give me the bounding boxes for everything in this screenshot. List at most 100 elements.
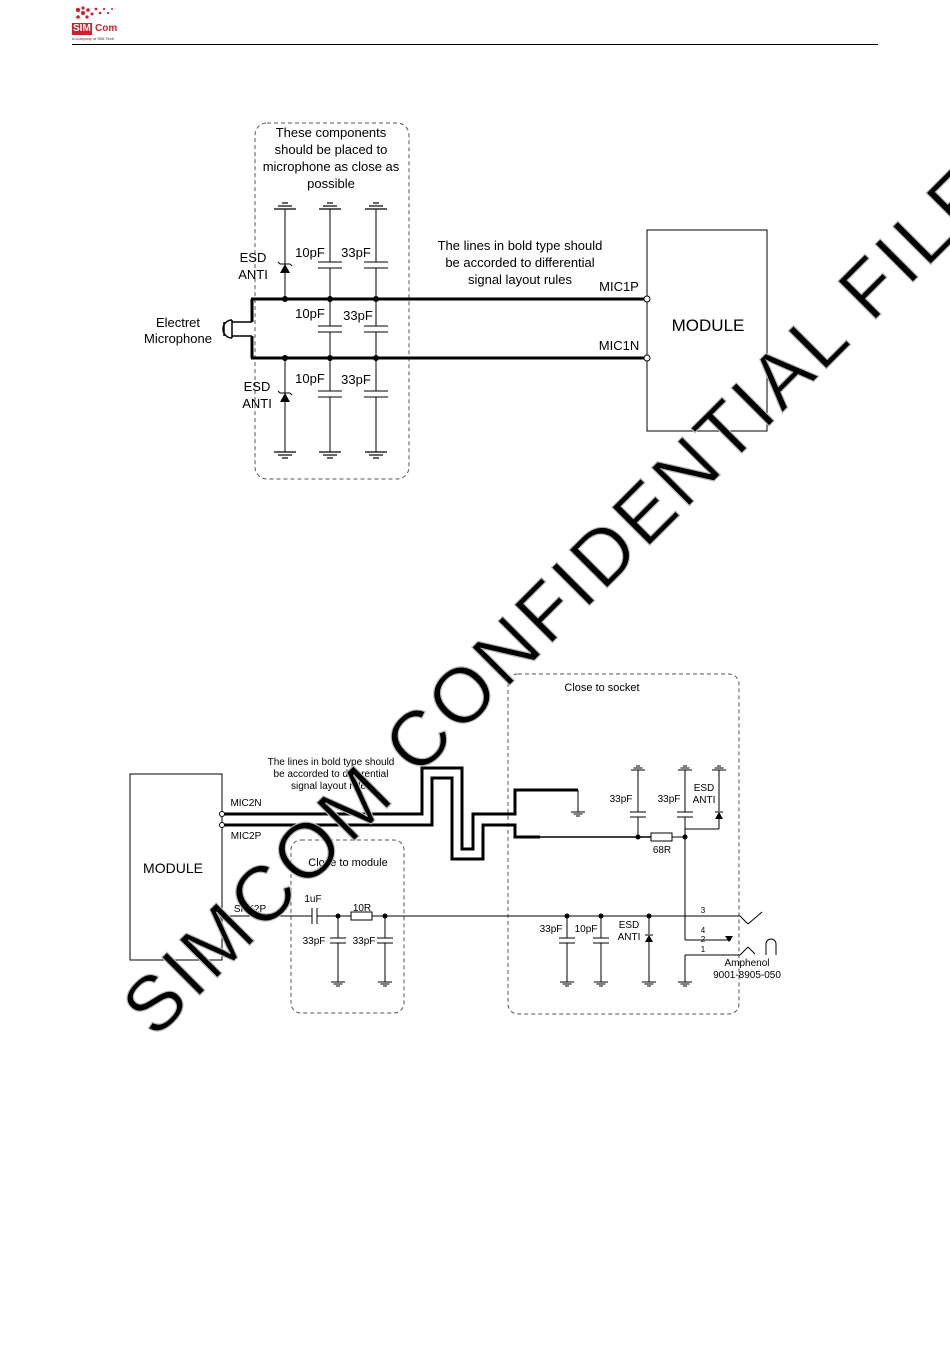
ground-icon xyxy=(677,981,693,987)
ground-icon xyxy=(677,765,693,771)
logo-sim-text: SIM xyxy=(72,23,92,35)
res-68r-label: 68R xyxy=(653,845,671,856)
pin-circle xyxy=(219,822,225,828)
pin-3-label: 3 xyxy=(701,906,706,915)
ground-icon xyxy=(273,202,297,210)
mic2p-label: MIC2P xyxy=(231,831,262,842)
mic2n-bold-line xyxy=(222,766,578,851)
ground-icon xyxy=(641,981,657,987)
ground-icon xyxy=(364,202,388,210)
capacitor-icon xyxy=(593,937,609,944)
ground-icon xyxy=(593,981,609,987)
close-to-socket-box xyxy=(507,673,740,1015)
ground-icon xyxy=(318,451,342,459)
header-rule xyxy=(72,44,878,45)
logo-tagline: A company of SIM Tech xyxy=(72,36,114,41)
ground-icon xyxy=(559,981,575,987)
pin-1-label: 1 xyxy=(701,945,706,954)
capacitor-icon xyxy=(364,325,388,333)
cap-label-33pf-top: 33pF xyxy=(341,245,371,260)
cap-label-10pf-bottom: 10pF xyxy=(295,371,325,386)
simcom-logo: SIM Com A company of SIM Tech xyxy=(72,5,122,41)
capacitor-icon xyxy=(330,937,346,944)
audio-jack-icon xyxy=(684,911,777,982)
close-module-label: Close to module xyxy=(308,857,388,869)
capacitor-icon xyxy=(364,261,388,269)
close-to-module-box xyxy=(290,839,405,1014)
capacitor-icon xyxy=(377,937,393,944)
connector-label-1: Amphenol xyxy=(724,958,769,969)
tvs-diode-icon xyxy=(277,390,293,402)
note-components-1: These components xyxy=(276,125,387,140)
capacitor-icon xyxy=(677,811,693,818)
module-box xyxy=(646,229,768,432)
pin-circle xyxy=(643,295,651,303)
connector-label-2: 9001-8905-050 xyxy=(713,970,781,981)
module-box xyxy=(129,773,223,961)
cap-label-33pf-bottom: 33pF xyxy=(341,372,371,387)
cap-label-10pf-mid: 10pF xyxy=(295,306,325,321)
close-socket-label: Close to socket xyxy=(564,682,639,694)
capacitor-icon xyxy=(559,937,575,944)
tvs-diode-icon xyxy=(645,934,653,942)
esd-label-2: ANTI xyxy=(693,795,716,806)
capacitor-icon xyxy=(318,325,342,333)
mic-label-1: Electret xyxy=(156,315,200,330)
cap-label-33pf-mid: 33pF xyxy=(343,308,373,323)
pin-circle xyxy=(219,811,225,817)
logo-dots-icon xyxy=(75,6,113,19)
cap-10pf-label: 10pF xyxy=(575,924,598,935)
module-label: MODULE xyxy=(143,860,203,876)
resistor-68r-icon xyxy=(650,832,673,842)
cap-33pf-label: 33pF xyxy=(303,936,326,947)
components-dashed-box xyxy=(254,122,410,480)
cap-1uf-label: 1uF xyxy=(304,894,321,905)
esd-label-1: ESD xyxy=(694,783,715,794)
tvs-diode-icon xyxy=(715,811,723,819)
ground-icon xyxy=(273,451,297,459)
ground-icon xyxy=(711,765,727,771)
esd-top-1: ESD xyxy=(240,250,267,265)
esd-bottom-1: ESD xyxy=(244,379,271,394)
pin-2-label: 2 xyxy=(701,935,706,944)
cap-label-10pf-top: 10pF xyxy=(295,245,325,260)
esd-bottom-2: ANTI xyxy=(242,396,272,411)
cap-33pf-label: 33pF xyxy=(610,794,633,805)
mic2n-label: MIC2N xyxy=(230,798,261,809)
ground-icon xyxy=(377,981,393,987)
tvs-diode-icon xyxy=(277,261,293,273)
mic1n-label: MIC1N xyxy=(599,338,639,353)
module-label: MODULE xyxy=(672,316,745,335)
note2-bold-3: signal layout rules xyxy=(291,781,371,792)
ground-icon xyxy=(330,981,346,987)
ground-icon xyxy=(630,765,646,771)
cap-33pf-label: 33pF xyxy=(540,924,563,935)
mic2p-bold-line xyxy=(222,776,540,861)
capacitor-icon xyxy=(311,908,318,924)
pin-4-label: 4 xyxy=(701,926,706,935)
capacitor-icon xyxy=(364,390,388,398)
note-components-3: microphone as close as xyxy=(263,159,400,174)
note-components-4: possible xyxy=(307,176,355,191)
junction-dot xyxy=(282,296,288,302)
res-10r-label: 10R xyxy=(353,903,371,914)
pin-circle xyxy=(643,354,651,362)
note2-bold-1: The lines in bold type should xyxy=(268,757,395,768)
ground-icon xyxy=(570,811,586,817)
logo-com-text: Com xyxy=(95,23,118,34)
esd-top-2: ANTI xyxy=(238,267,268,282)
esd-label-2: ANTI xyxy=(618,932,641,943)
capacitor-icon xyxy=(630,811,646,818)
ground-icon xyxy=(364,451,388,459)
spk2p-label: SPK2P xyxy=(234,904,267,915)
cap-33pf-label: 33pF xyxy=(353,936,376,947)
note-components-2: should be placed to xyxy=(275,142,388,157)
note-bold-1: The lines in bold type should xyxy=(438,238,603,253)
mic-label-2: Microphone xyxy=(144,331,212,346)
capacitor-icon xyxy=(318,390,342,398)
mic1p-label: MIC1P xyxy=(599,279,639,294)
capacitor-icon xyxy=(318,261,342,269)
ground-icon xyxy=(318,202,342,210)
note-bold-2: be accorded to differential xyxy=(445,255,594,270)
